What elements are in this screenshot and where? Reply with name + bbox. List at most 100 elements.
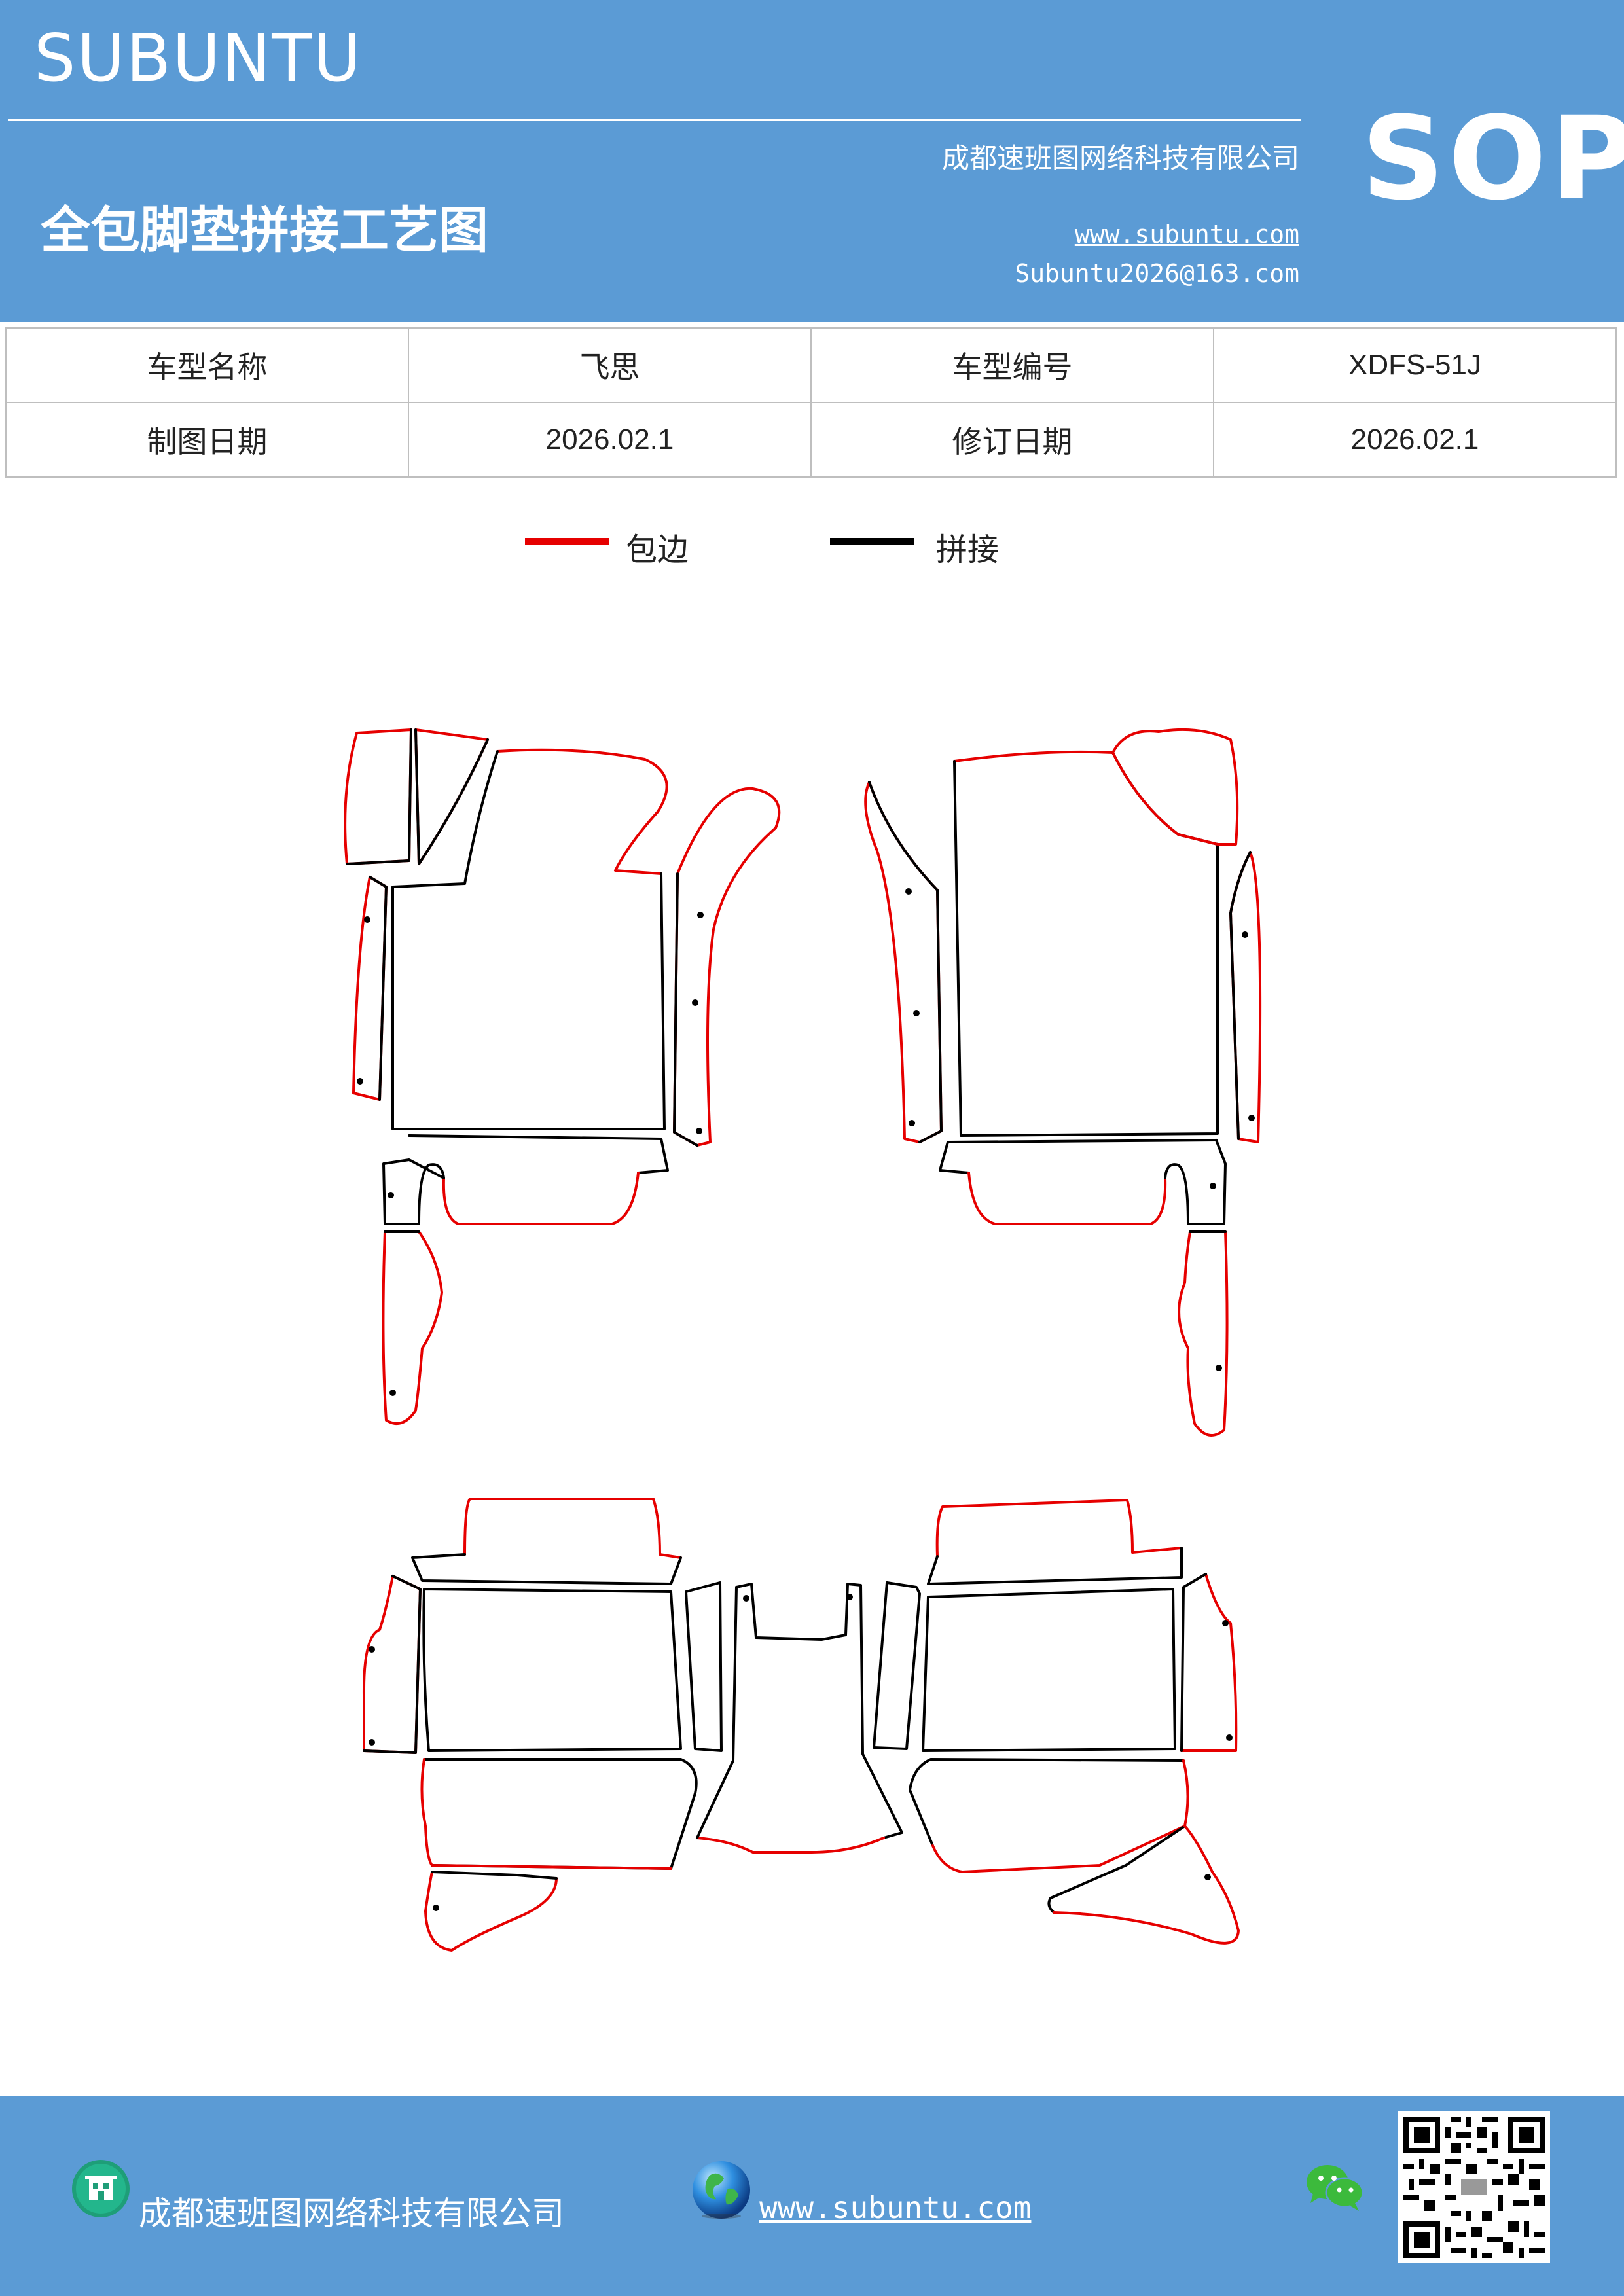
seam-line bbox=[1164, 1139, 1227, 1225]
clip-dot bbox=[369, 1646, 375, 1653]
seam-line bbox=[696, 1586, 738, 1839]
clip-dot bbox=[1216, 1365, 1222, 1371]
seam-line bbox=[685, 1581, 723, 1752]
mat-piece bbox=[463, 1498, 682, 1559]
rear-right-mat bbox=[873, 1499, 1240, 1945]
mat-piece bbox=[352, 876, 388, 1101]
revision-date-label: 修订日期 bbox=[810, 402, 1214, 478]
seam-line bbox=[414, 728, 489, 865]
legend-label-seam: 拼接 bbox=[936, 531, 1000, 568]
clip-dot bbox=[1242, 931, 1248, 938]
info-table: 车型名称 飞思 车型编号 XDFS-51J 制图日期 2026.02.1 修订日… bbox=[5, 327, 1617, 478]
rear-center-mat bbox=[696, 1583, 903, 1854]
mat-piece bbox=[414, 728, 489, 865]
page-title: 全包脚垫拼接工艺图 bbox=[41, 201, 488, 259]
model-code-value: XDFS-51J bbox=[1213, 327, 1617, 403]
legend-swatch-seam bbox=[830, 538, 914, 545]
mat-piece bbox=[864, 781, 943, 1143]
header-company: 成都速班图网络科技有限公司 bbox=[941, 142, 1299, 174]
seam-line bbox=[939, 1139, 1218, 1174]
clip-dot bbox=[1226, 1734, 1233, 1741]
seam-line bbox=[391, 750, 666, 1130]
clip-dot bbox=[846, 1594, 853, 1600]
clip-dot bbox=[696, 1128, 702, 1134]
seam-line bbox=[927, 1547, 1183, 1585]
seam-line bbox=[735, 1583, 903, 1839]
footer-company: 成都速班图网络科技有限公司 bbox=[139, 2195, 564, 2233]
building-icon bbox=[72, 2160, 130, 2217]
seam-line bbox=[422, 1588, 682, 1752]
clip-dot bbox=[1222, 1620, 1229, 1626]
mat-piece bbox=[442, 1172, 640, 1225]
seam-line bbox=[408, 1134, 669, 1174]
seam-line bbox=[369, 876, 388, 1101]
mat-piece bbox=[424, 1871, 558, 1952]
clip-dot bbox=[389, 1390, 396, 1396]
mat-piece bbox=[935, 1499, 1183, 1558]
mat-piece bbox=[1053, 1825, 1240, 1945]
mat-piece bbox=[496, 748, 668, 875]
mat-piece bbox=[953, 750, 1114, 762]
mat-piece bbox=[344, 728, 412, 865]
seam-line bbox=[346, 728, 412, 865]
clip-dot bbox=[388, 1192, 394, 1198]
clip-dot bbox=[697, 912, 704, 918]
seam-line bbox=[673, 872, 698, 1147]
seam-line bbox=[1047, 1825, 1186, 1914]
seam-line bbox=[431, 1871, 558, 1880]
header-url-link[interactable]: www.subuntu.com bbox=[1074, 220, 1299, 249]
clip-dot bbox=[369, 1739, 375, 1746]
mat-piece bbox=[696, 1837, 885, 1854]
seam-line bbox=[363, 1575, 422, 1754]
header-email[interactable]: Subuntu2026@163.com bbox=[1015, 259, 1299, 288]
header-divider bbox=[8, 119, 1301, 121]
seam-line bbox=[909, 1758, 1185, 1847]
clip-dot bbox=[1204, 1874, 1211, 1880]
mat-piece bbox=[931, 1759, 1189, 1873]
model-name-label: 车型名称 bbox=[5, 327, 409, 403]
legend-swatch-edge bbox=[525, 538, 609, 545]
seam-line bbox=[411, 1553, 682, 1585]
legend: 包边 拼接 bbox=[0, 524, 1624, 576]
drawing-date-value: 2026.02.1 bbox=[408, 402, 812, 478]
clip-dot bbox=[357, 1078, 363, 1085]
revision-date-value: 2026.02.1 bbox=[1213, 402, 1617, 478]
front-left-mat bbox=[344, 728, 781, 1425]
clip-dot bbox=[909, 1120, 915, 1126]
clip-dot bbox=[913, 1010, 920, 1016]
clip-dot bbox=[905, 888, 912, 895]
legend-label-edge: 包边 bbox=[626, 531, 689, 568]
mat-piece bbox=[362, 1575, 422, 1754]
mat-piece bbox=[420, 1758, 672, 1870]
seam-line bbox=[873, 1581, 921, 1750]
model-code-label: 车型编号 bbox=[810, 327, 1214, 403]
seam-line bbox=[1180, 1573, 1207, 1752]
clip-dot bbox=[364, 916, 370, 923]
clip-dot bbox=[433, 1905, 439, 1911]
brand-name: SUBUNTU bbox=[34, 20, 363, 96]
mat-piece bbox=[1180, 1573, 1238, 1752]
seam-line bbox=[423, 1758, 698, 1870]
wechat-icon bbox=[1307, 2165, 1364, 2211]
front-right-mat bbox=[864, 728, 1262, 1437]
footer-url-link[interactable]: www.subuntu.com bbox=[759, 2190, 1032, 2225]
model-name-value: 飞思 bbox=[408, 327, 812, 403]
globe-icon[interactable] bbox=[690, 2159, 753, 2221]
mat-piece bbox=[1178, 1230, 1229, 1437]
clip-dot bbox=[692, 999, 698, 1006]
clip-dot bbox=[743, 1595, 749, 1602]
qr-code bbox=[1398, 2111, 1550, 2263]
sop-badge: SOP bbox=[1362, 92, 1624, 226]
rear-left-mat bbox=[362, 1498, 723, 1952]
mat-piece bbox=[967, 1172, 1167, 1225]
seam-line bbox=[953, 751, 1219, 1137]
seam-line bbox=[1229, 851, 1252, 1140]
seam-line bbox=[868, 781, 943, 1143]
mat-piece bbox=[1111, 728, 1239, 846]
seam-line bbox=[922, 1588, 1176, 1752]
table-row: 车型名称 飞思 车型编号 XDFS-51J bbox=[5, 327, 1617, 403]
table-row: 制图日期 2026.02.1 修订日期 2026.02.1 bbox=[5, 402, 1617, 478]
mat-piece bbox=[382, 1230, 443, 1425]
drawing-date-label: 制图日期 bbox=[5, 402, 409, 478]
